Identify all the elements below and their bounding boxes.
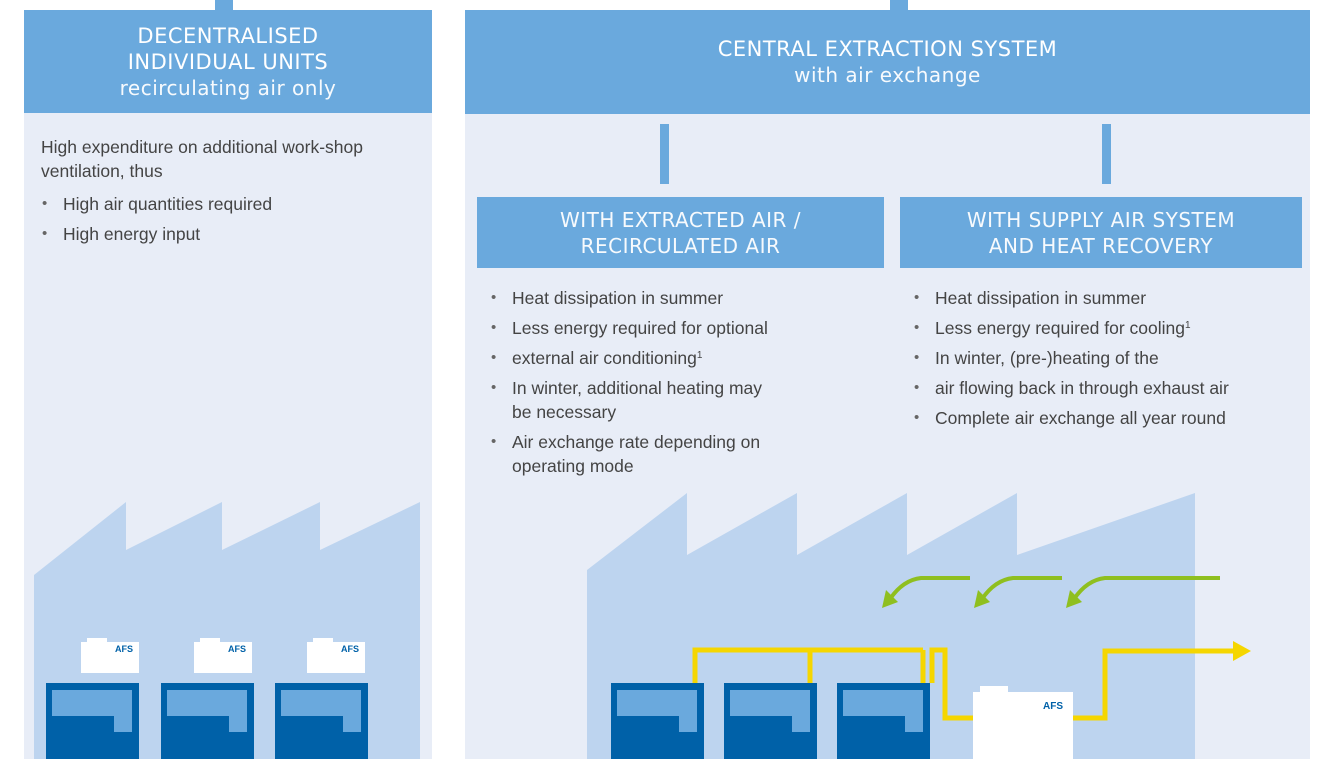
afs-unit-2: AFS [194, 638, 252, 673]
extracted-bullet-3: external air conditioning1 [490, 346, 830, 370]
afs-unit-1: AFS [81, 638, 139, 673]
machine-2 [161, 683, 254, 759]
supply-air-title-line1: WITH SUPPLY AIR SYSTEM [966, 207, 1236, 232]
supply-air-bullets: Heat dissipation in summer Less energy r… [913, 286, 1303, 430]
decentralised-header: DECENTRALISED INDIVIDUAL UNITS recircula… [24, 10, 432, 113]
extracted-bullet-4: In winter, additional heating may be nec… [490, 376, 777, 424]
footnote-1: 1 [696, 350, 703, 361]
supply-air-title-line2: AND HEAT RECOVERY [988, 233, 1214, 258]
central-extraction-header: CENTRAL EXTRACTION SYSTEM with air excha… [465, 10, 1310, 114]
afs-logo-1: AFS [115, 644, 133, 654]
left-factory-illustration: AFS AFS AFS [34, 502, 420, 759]
extracted-bullet-1: Heat dissipation in summer [490, 286, 830, 310]
extracted-bullet-2: Less energy required for optional [490, 316, 830, 340]
left-top-connector [215, 0, 233, 10]
afs-logo-3: AFS [341, 644, 359, 654]
machine-1 [46, 683, 139, 759]
decentralised-title-line2: INDIVIDUAL UNITS [127, 49, 329, 74]
central-afs-logo: AFS [1043, 701, 1063, 712]
footnote-2: 1 [1185, 320, 1191, 331]
central-extraction-panel: AFS CENTRAL EXTRACTION SYSTEM with air e… [465, 10, 1310, 759]
extracted-air-text: Heat dissipation in summer Less energy r… [490, 286, 830, 484]
supply-bullet-4: air flowing back in through exhaust air [913, 376, 1303, 400]
supply-bullet-1: Heat dissipation in summer [913, 286, 1303, 310]
supply-bullet-2: Less energy required for cooling1 [913, 316, 1303, 340]
decentralised-bullet-1: High air quantities required [41, 192, 411, 216]
supply-bullet-5: Complete air exchange all year round [913, 406, 1303, 430]
decentralised-intro: High expenditure on additional work-shop… [41, 137, 364, 181]
connector-left [660, 124, 669, 184]
right-factory-illustration: AFS [587, 493, 1251, 759]
afs-logo-2: AFS [228, 644, 246, 654]
supply-bullet-2-text: Less energy required for cooling [935, 318, 1186, 338]
central-machine-3 [837, 683, 930, 759]
supply-air-box: WITH SUPPLY AIR SYSTEM AND HEAT RECOVERY [900, 197, 1302, 268]
decentralised-title-line1: DECENTRALISED [137, 23, 319, 48]
extraction-duct [692, 647, 1235, 721]
decentralised-subtitle: recirculating air only [119, 75, 337, 100]
decentralised-panel: AFS AFS AFS DECENTRALISED INDIVIDUAL UNI… [24, 10, 432, 759]
extracted-air-title-line1: WITH EXTRACTED AIR / [559, 207, 802, 232]
supply-air-text: Heat dissipation in summer Less energy r… [913, 286, 1303, 436]
central-extraction-subtitle: with air exchange [794, 63, 981, 87]
supply-arrow-heads [882, 590, 1082, 608]
extracted-bullet-3-text: external air conditioning [512, 348, 697, 368]
decentralised-bullets: High air quantities required High energy… [41, 192, 411, 246]
decentralised-text: High expenditure on additional work-shop… [41, 135, 411, 252]
exhaust-arrow-head [1233, 641, 1251, 661]
extracted-air-title-line2: RECIRCULATED AIR [580, 233, 781, 258]
extracted-bullet-5: Air exchange rate depending on operating… [490, 430, 822, 478]
supply-air-arrows [888, 576, 1220, 601]
decentralised-bullet-2: High energy input [41, 222, 411, 246]
supply-bullet-3: In winter, (pre-)heating of the [913, 346, 1303, 370]
central-extraction-title: CENTRAL EXTRACTION SYSTEM [717, 37, 1058, 61]
right-top-connector [890, 0, 908, 10]
extracted-air-bullets: Heat dissipation in summer Less energy r… [490, 286, 830, 478]
extracted-air-box: WITH EXTRACTED AIR / RECIRCULATED AIR [477, 197, 884, 268]
central-machine-1 [611, 683, 704, 759]
machine-3 [275, 683, 368, 759]
connector-right [1102, 124, 1111, 184]
central-machine-2 [724, 683, 817, 759]
central-afs-unit: AFS [973, 686, 1073, 759]
afs-unit-3: AFS [307, 638, 365, 673]
